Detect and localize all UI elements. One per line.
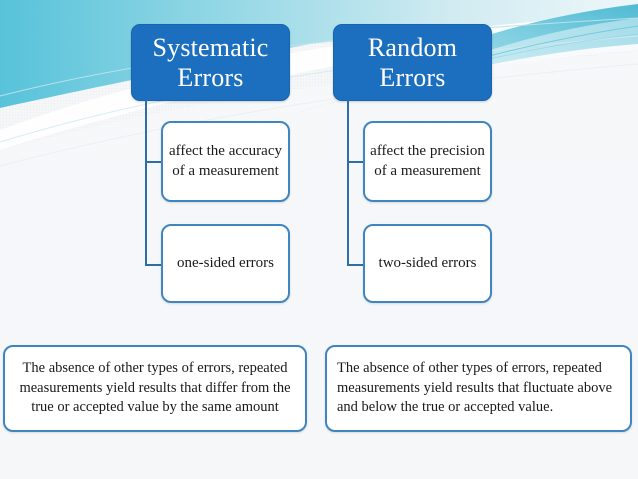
connector-horizontal-random-2 [347, 264, 364, 266]
header-systematic-errors[interactable]: Systematic Errors [131, 24, 290, 101]
note-systematic-errors[interactable]: The absence of other types of errors, re… [3, 345, 307, 432]
connector-horizontal-random-1 [347, 161, 364, 163]
connector-horizontal-systematic-2 [145, 264, 162, 266]
leaf-random-two-sided[interactable]: two-sided errors [363, 224, 492, 303]
leaf-random-precision[interactable]: affect the precision of a measurement [363, 121, 492, 202]
connector-horizontal-systematic-1 [145, 161, 162, 163]
leaf-systematic-one-sided[interactable]: one-sided errors [161, 224, 290, 303]
note-random-errors[interactable]: The absence of other types of errors, re… [325, 345, 632, 432]
leaf-systematic-accuracy[interactable]: affect the accuracy of a measurement [161, 121, 290, 202]
header-random-errors[interactable]: Random Errors [333, 24, 492, 101]
connector-vertical-systematic [145, 100, 147, 265]
connector-vertical-random [347, 100, 349, 265]
